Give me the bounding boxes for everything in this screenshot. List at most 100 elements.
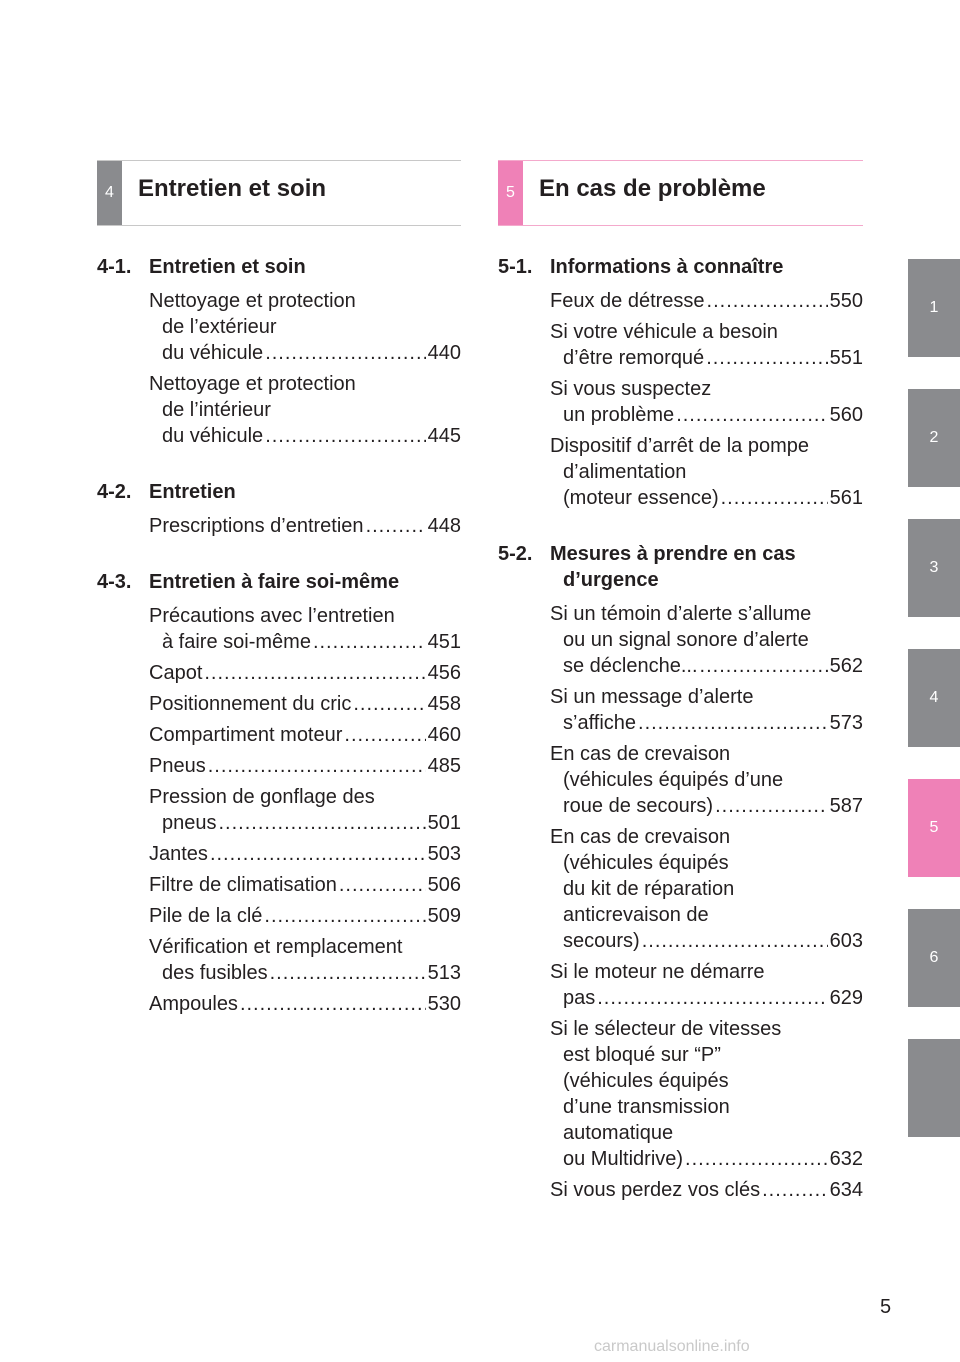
toc-entry[interactable]: Capot 456	[97, 660, 461, 686]
section-title: Mesures à prendre en cas	[550, 543, 796, 565]
toc-entry[interactable]: Jantes503	[97, 841, 461, 867]
leader-dots	[597, 985, 827, 1011]
entry-page-number: 445	[427, 425, 461, 447]
chapter-tab-6[interactable]: 6	[908, 909, 960, 1007]
entry-text-line: Prescriptions d’entretien	[149, 515, 364, 537]
toc-entry[interactable]: Pression de gonflage despneus501	[97, 784, 461, 836]
entry-last-line: s’affiche573	[550, 710, 863, 736]
entry-page-number: 530	[427, 993, 461, 1015]
toc-entry[interactable]: Ampoules530	[97, 991, 461, 1017]
entry-last-line: des fusibles 513	[149, 960, 461, 986]
entry-page-number: 560	[829, 404, 863, 426]
section-number: 5-1.	[498, 256, 533, 278]
entry-text-line: Positionnement du cric	[149, 693, 352, 715]
entry-text-line: un problème	[563, 404, 675, 426]
entry-last-line: pas629	[550, 985, 863, 1011]
chapter-tab-index[interactable]	[908, 1039, 960, 1137]
entry-last-line: pneus501	[149, 810, 461, 836]
chapter-tab-3[interactable]: 3	[908, 519, 960, 617]
entry-page-number: 632	[829, 1148, 863, 1170]
toc-entry[interactable]: Si votre véhicule a besoin d’être remorqu…	[498, 319, 863, 371]
entry-text-line: Si votre véhicule a besoin	[550, 321, 778, 343]
entry-text-line: est bloqué sur “P”	[563, 1044, 721, 1066]
entry-text-line: ou Multidrive)	[563, 1148, 684, 1170]
entry-text-line: Filtre de climatisation	[149, 874, 337, 896]
entry-text-line: pneus	[162, 812, 217, 834]
toc-entry[interactable]: Filtre de climatisation 506	[97, 872, 461, 898]
entry-page-number: 506	[427, 874, 461, 896]
entry-text-line: Si le moteur ne démarre	[550, 961, 765, 983]
entry-last-line: Pneus485	[149, 753, 461, 779]
toc-entry[interactable]: Si le moteur ne démarrepas629	[498, 959, 863, 1011]
leader-dots	[339, 872, 426, 898]
entry-page-number: 603	[829, 930, 863, 952]
leader-dots	[344, 722, 425, 748]
entry-text-line: à faire soi-même	[162, 631, 311, 653]
toc-entry[interactable]: En cas de crevaison(véhicules équipés d’…	[498, 741, 863, 819]
entry-text-line: Si un message d’alerte	[550, 686, 754, 708]
entry-text-line: s’affiche	[563, 712, 637, 734]
leader-dots	[715, 793, 828, 819]
entry-text-line: pas	[563, 987, 596, 1009]
entry-last-line: à faire soi-même 451	[149, 629, 461, 655]
entry-last-line: roue de secours) 587	[550, 793, 863, 819]
entry-text-line: Pneus	[149, 755, 206, 777]
section-title: Informations à connaître	[550, 256, 784, 278]
entry-page-number: 456	[427, 662, 461, 684]
chapter-tab-4[interactable]: 4	[908, 649, 960, 747]
entry-text-line: Nettoyage et protection	[149, 373, 356, 395]
section-title: Entretien	[149, 481, 236, 503]
entry-page-number: 509	[427, 905, 461, 927]
entry-text-line: (véhicules équipés d’une	[563, 769, 784, 791]
entry-page-number: 551	[829, 347, 863, 369]
entry-text-line: du véhicule	[162, 342, 264, 364]
entry-text-line: secours)	[563, 930, 640, 952]
chapter-4-column: 4 Entretien et soin 4-1.Entretien et soi…	[97, 160, 461, 1022]
entry-text-line: des fusibles	[162, 962, 268, 984]
entry-last-line: Si vous perdez vos clés634	[550, 1177, 863, 1203]
toc-entry[interactable]: Compartiment moteur460	[97, 722, 461, 748]
chapter-5-number: 5	[498, 161, 523, 225]
entry-text-line: d’être remorqué	[563, 347, 705, 369]
entry-page-number: 587	[829, 795, 863, 817]
toc-entry[interactable]: Prescriptions d’entretien448	[97, 513, 461, 539]
entry-page-number: 513	[427, 962, 461, 984]
leader-dots	[685, 1146, 828, 1172]
chapter-tab-1[interactable]: 1	[908, 259, 960, 357]
chapter-tab-5[interactable]: 5	[908, 779, 960, 877]
entry-text-line: Capot	[149, 662, 203, 684]
entry-text-line: Pression de gonflage des	[149, 786, 375, 808]
toc-entry[interactable]: Si vous perdez vos clés634	[498, 1177, 863, 1203]
section-heading: 4-1.Entretien et soin	[97, 254, 461, 280]
entry-page-number: 451	[427, 631, 461, 653]
entry-text-line: roue de secours)	[563, 795, 714, 817]
entry-text-line: Compartiment moteur	[149, 724, 343, 746]
section-heading: 4-3.Entretien à faire soi-même	[97, 569, 461, 595]
toc-entry[interactable]: Feux de détresse550	[498, 288, 863, 314]
toc-entry[interactable]: Pneus485	[97, 753, 461, 779]
section-title: Entretien et soin	[149, 256, 306, 278]
leader-dots	[264, 903, 425, 929]
section-title: Entretien à faire soi-même	[149, 571, 400, 593]
leader-dots	[210, 841, 426, 867]
chapter-tab-2[interactable]: 2	[908, 389, 960, 487]
entry-text-line: Dispositif d’arrêt de la pompe	[550, 435, 810, 457]
toc-entry[interactable]: Positionnement du cric458	[97, 691, 461, 717]
entry-last-line: Ampoules530	[149, 991, 461, 1017]
toc-entry[interactable]: Pile de la clé509	[97, 903, 461, 929]
leader-dots	[721, 485, 828, 511]
